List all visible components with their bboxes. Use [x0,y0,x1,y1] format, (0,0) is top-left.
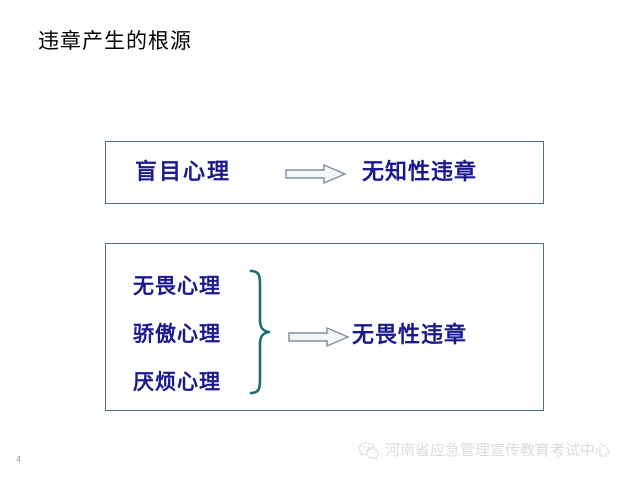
cause-label-mangmu: 盲目心理 [135,159,232,185]
watermark-text: 河南省应急管理宣传教育考试中心 [385,441,611,459]
cause-label-jiaoao: 骄傲心理 [133,321,221,346]
page-number: 4 [16,455,22,464]
right-block-arrow-icon [285,163,347,185]
page-title: 违章产生的根源 [38,29,192,53]
right-block-arrow-icon [288,326,350,348]
right-curly-brace-icon [249,269,271,395]
cause-label-yanfan: 厌烦心理 [133,369,221,394]
result-label-wuzhixing: 无知性违章 [362,159,478,185]
cause-label-wuwei: 无畏心理 [133,273,221,298]
watermark: 河南省应急管理宣传教育考试中心 [358,441,610,460]
result-label-wuweixing: 无畏性违章 [352,322,468,348]
diagram-box-two [105,243,544,411]
wechat-icon [358,442,379,460]
